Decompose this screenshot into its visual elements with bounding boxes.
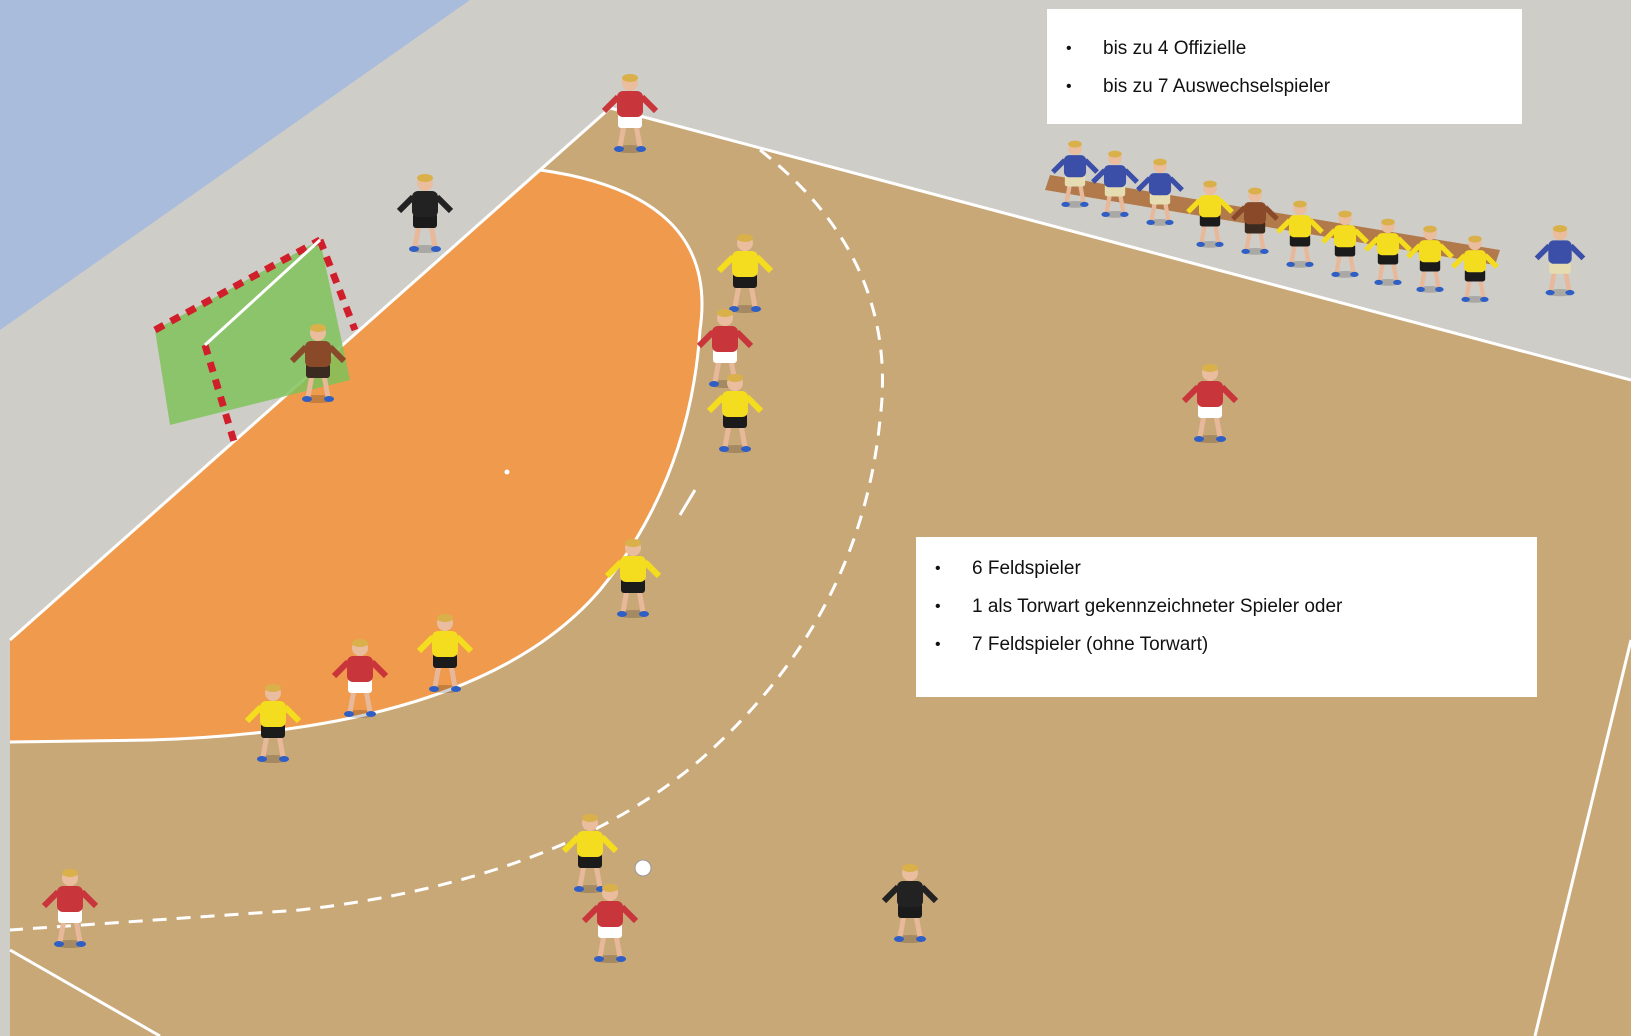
free-throw-line — [9, 148, 884, 932]
substitute-player — [1406, 225, 1454, 293]
bullet-icon: • — [1066, 78, 1072, 95]
player-yellow — [604, 539, 662, 618]
players-legend-list: • 6 Feldspieler • 1 als Torwart gekennze… — [916, 558, 1537, 656]
far-side-line — [1533, 639, 1631, 1036]
player-red — [601, 74, 659, 153]
legend-item-text: bis zu 7 Auswechselspieler — [1103, 76, 1331, 97]
substitute-player — [1364, 218, 1412, 286]
player-yellow — [416, 614, 474, 693]
legend-item-substitutes: • bis zu 7 Auswechselspieler — [1047, 76, 1522, 98]
player-yellow — [706, 374, 764, 453]
referee — [881, 864, 939, 943]
player-red — [581, 884, 639, 963]
officials-legend-list: • bis zu 4 Offizielle • bis zu 7 Auswech… — [1047, 38, 1522, 98]
legend-item-seven-field-players: • 7 Feldspieler (ohne Torwart) — [916, 634, 1537, 656]
legend-item-text: 1 als Torwart gekennzeichneter Spieler o… — [972, 596, 1343, 617]
substitute-player — [1321, 210, 1369, 278]
goalkeeper — [289, 324, 347, 403]
player-yellow — [716, 234, 774, 313]
handball — [634, 859, 652, 877]
goal — [153, 236, 359, 447]
player-red — [331, 639, 389, 718]
legend-item-officials: • bis zu 4 Offizielle — [1047, 38, 1522, 60]
player-red — [1181, 364, 1239, 443]
player-red — [41, 869, 99, 948]
team-official — [1136, 158, 1184, 226]
bullet-icon: • — [1066, 40, 1072, 57]
side-line — [609, 106, 1631, 382]
legend-item-text: bis zu 4 Offizielle — [1103, 38, 1247, 59]
legend-item-text: 6 Feldspieler — [972, 558, 1081, 579]
near-line — [9, 948, 161, 1036]
team-official — [1534, 225, 1586, 297]
legend-item-field-players: • 6 Feldspieler — [916, 558, 1537, 580]
goal-area-dot — [504, 469, 510, 475]
substitute-player — [1186, 180, 1234, 248]
bullet-icon: • — [935, 598, 941, 615]
team-official — [1091, 150, 1139, 218]
substitute-player — [1451, 235, 1499, 303]
bullet-icon: • — [935, 636, 941, 653]
officials-legend-box: • bis zu 4 Offizielle • bis zu 7 Auswech… — [1047, 9, 1522, 124]
referee — [396, 174, 454, 253]
substitute-player — [1276, 200, 1324, 268]
seven-meter-mark — [678, 489, 697, 516]
legend-item-text: 7 Feldspieler (ohne Torwart) — [972, 634, 1209, 655]
legend-item-goalkeeper: • 1 als Torwart gekennzeichneter Spieler… — [916, 596, 1537, 618]
bullet-icon: • — [935, 560, 941, 577]
player-yellow — [244, 684, 302, 763]
player-yellow — [561, 814, 619, 893]
players-legend-box: • 6 Feldspieler • 1 als Torwart gekennze… — [916, 537, 1537, 697]
goal-area — [10, 170, 702, 742]
team-official — [1051, 140, 1099, 208]
substitute-goalkeeper — [1231, 187, 1279, 255]
